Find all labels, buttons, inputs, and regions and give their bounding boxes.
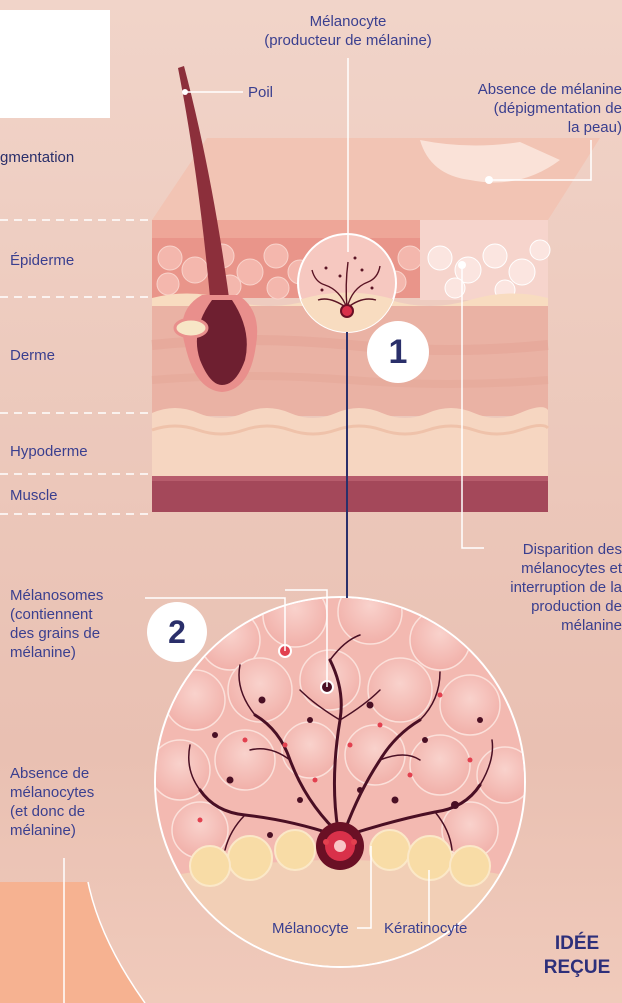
epiderme-label: Épiderme [10,251,74,270]
melanocyte-top-label: Mélanocyte (producteur de mélanine) [236,12,460,50]
poil-label: Poil [248,83,273,102]
absence-melanine-line-1: Absence de mélanine [422,80,622,99]
hypoderme-label: Hypoderme [10,442,88,461]
derme-label: Derme [10,346,55,365]
absence-melanocytes-label: Absence de mélanocytes (et donc de mélan… [10,764,140,840]
top-left-card [0,10,110,118]
disparition-line-1: Disparition des [442,540,622,559]
melanosomes-line-3: des grains de [10,624,150,643]
absence-melanocytes-line-1: Absence de [10,764,140,783]
absence-melanine-line-3: la peau) [422,118,622,137]
idee-line: IDÉE [532,932,622,956]
melanosomes-line-4: mélanine) [10,643,150,662]
melanocyte-bottom-label: Mélanocyte [272,919,349,938]
recue-line: REÇUE [532,956,622,980]
absence-melanocytes-line-2: mélanocytes [10,783,140,802]
pigmentation-heading: gmentation [0,148,74,167]
disparition-line-5: mélanine [442,616,622,635]
absence-melanine-line-2: (dépigmentation de [422,99,622,118]
disparition-label: Disparition des mélanocytes et interrupt… [442,540,622,635]
melanocyte-top-subtitle: (producteur de mélanine) [236,31,460,50]
melanosomes-line-1: Mélanosomes [10,586,150,605]
melanosomes-label: Mélanosomes (contiennent des grains de m… [10,586,150,662]
disparition-line-4: production de [442,597,622,616]
disparition-line-3: interruption de la [442,578,622,597]
absence-melanocytes-line-4: mélanine) [10,821,140,840]
melanosomes-line-2: (contiennent [10,605,150,624]
bottom-left-panel [0,882,145,1003]
keratinocyte-label: Kératinocyte [384,919,467,938]
badge-1-number: 1 [367,330,429,374]
badge-2-number: 2 [147,610,207,654]
disparition-line-2: mélanocytes et [442,559,622,578]
muscle-label: Muscle [10,486,58,505]
absence-melanocytes-line-3: (et donc de [10,802,140,821]
absence-melanine-label: Absence de mélanine (dépigmentation de l… [422,80,622,137]
melanocyte-top-title: Mélanocyte [236,12,460,31]
idee-recue-title: IDÉE REÇUE [532,932,622,980]
